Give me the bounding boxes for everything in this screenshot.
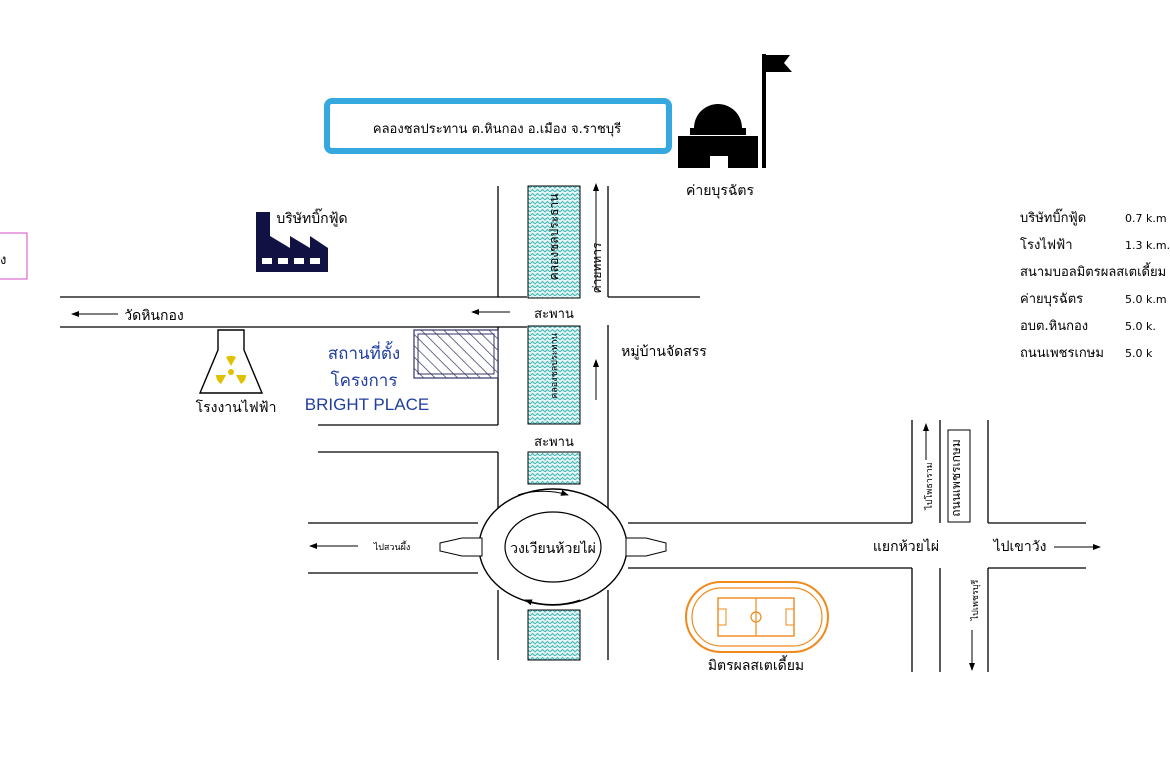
petchkasem-road-label: ถนนเพชรเกษม <box>949 439 963 516</box>
edge-fragment-box <box>0 232 28 280</box>
canal-upper <box>527 185 581 299</box>
distance-place: ถนนเพชรเกษม <box>1020 346 1104 361</box>
distance-value: 1.3 k.m. <box>1125 239 1170 252</box>
military-road-label: ค่ายทหาร <box>590 242 604 293</box>
banner-box <box>324 98 672 154</box>
distance-value: 5.0 k. <box>1125 320 1156 333</box>
canal-upper-label: คลองชลประธาน <box>547 194 561 281</box>
stadium-icon <box>685 581 829 653</box>
roundabout-label: วงเวียนห้วยไผ่ <box>510 540 596 557</box>
roundabout <box>478 488 628 606</box>
junction-label: แยกห้วยไผ่ <box>873 538 939 555</box>
to-bottom-right-label: ไปเพชรบุรี <box>970 579 981 621</box>
bridge-top-label: สะพาน <box>534 307 574 322</box>
site-line3: BRIGHT PLACE <box>305 395 429 414</box>
canal-middle-label: คลองชลประทาน <box>550 333 560 398</box>
banner-title: คลองชลประทาน ต.หินกอง อ.เมือง จ.ราชบุรี <box>373 121 621 137</box>
distance-place: ค่ายบุรฉัตร <box>1020 292 1083 307</box>
factory-icon <box>256 212 328 272</box>
nuclear-power-icon <box>198 329 264 394</box>
canal-lower <box>527 451 581 485</box>
distance-table: บริษัทบิ๊กฟู้ด 0.7 k.m โรงไฟฟ้า 1.3 k.m. สนา… <box>1020 208 1170 361</box>
bridge-bottom-label: สะพาน <box>534 435 574 450</box>
camp-label: ค่ายบุรฉัตร <box>686 183 754 199</box>
distance-place: โรงไฟฟ้า <box>1020 237 1073 253</box>
temple-label: วัดหินกอง <box>124 308 183 324</box>
distance-value: 5.0 k <box>1125 347 1153 360</box>
to-left-label: ไปสวนผึ้ง <box>373 540 411 553</box>
to-right-label: ไปเขาวัง <box>993 538 1047 555</box>
hatched-site-icon <box>413 329 499 379</box>
edge-fragment-label: ง <box>0 253 6 268</box>
factory-label: บริษัทบิ๊กฟู้ด <box>276 208 347 227</box>
canal-middle <box>527 325 581 425</box>
power-plant-label: โรงงานไฟฟ้า <box>196 399 277 416</box>
site-line2: โครงการ <box>331 370 398 391</box>
distance-place: บริษัทบิ๊กฟู้ด <box>1020 208 1086 226</box>
distance-place: สนามบอลมิตรผลสเตเดี้ยม <box>1020 262 1166 280</box>
distance-value: 0.7 k.m <box>1125 212 1167 225</box>
site-line1: สถานที่ตั้ง <box>328 341 400 364</box>
distance-place: อบต.หินกอง <box>1020 319 1088 334</box>
to-top-right-label: ไปโพธาราม <box>924 462 935 510</box>
village-label: หมู่บ้านจัดสรร <box>621 344 707 360</box>
camp-fort-icon <box>678 54 792 168</box>
distance-value: 5.0 k.m <box>1125 293 1167 306</box>
stadium-label: มิตรผลสเตเดี้ยม <box>708 655 804 674</box>
canal-bottom <box>527 609 581 661</box>
